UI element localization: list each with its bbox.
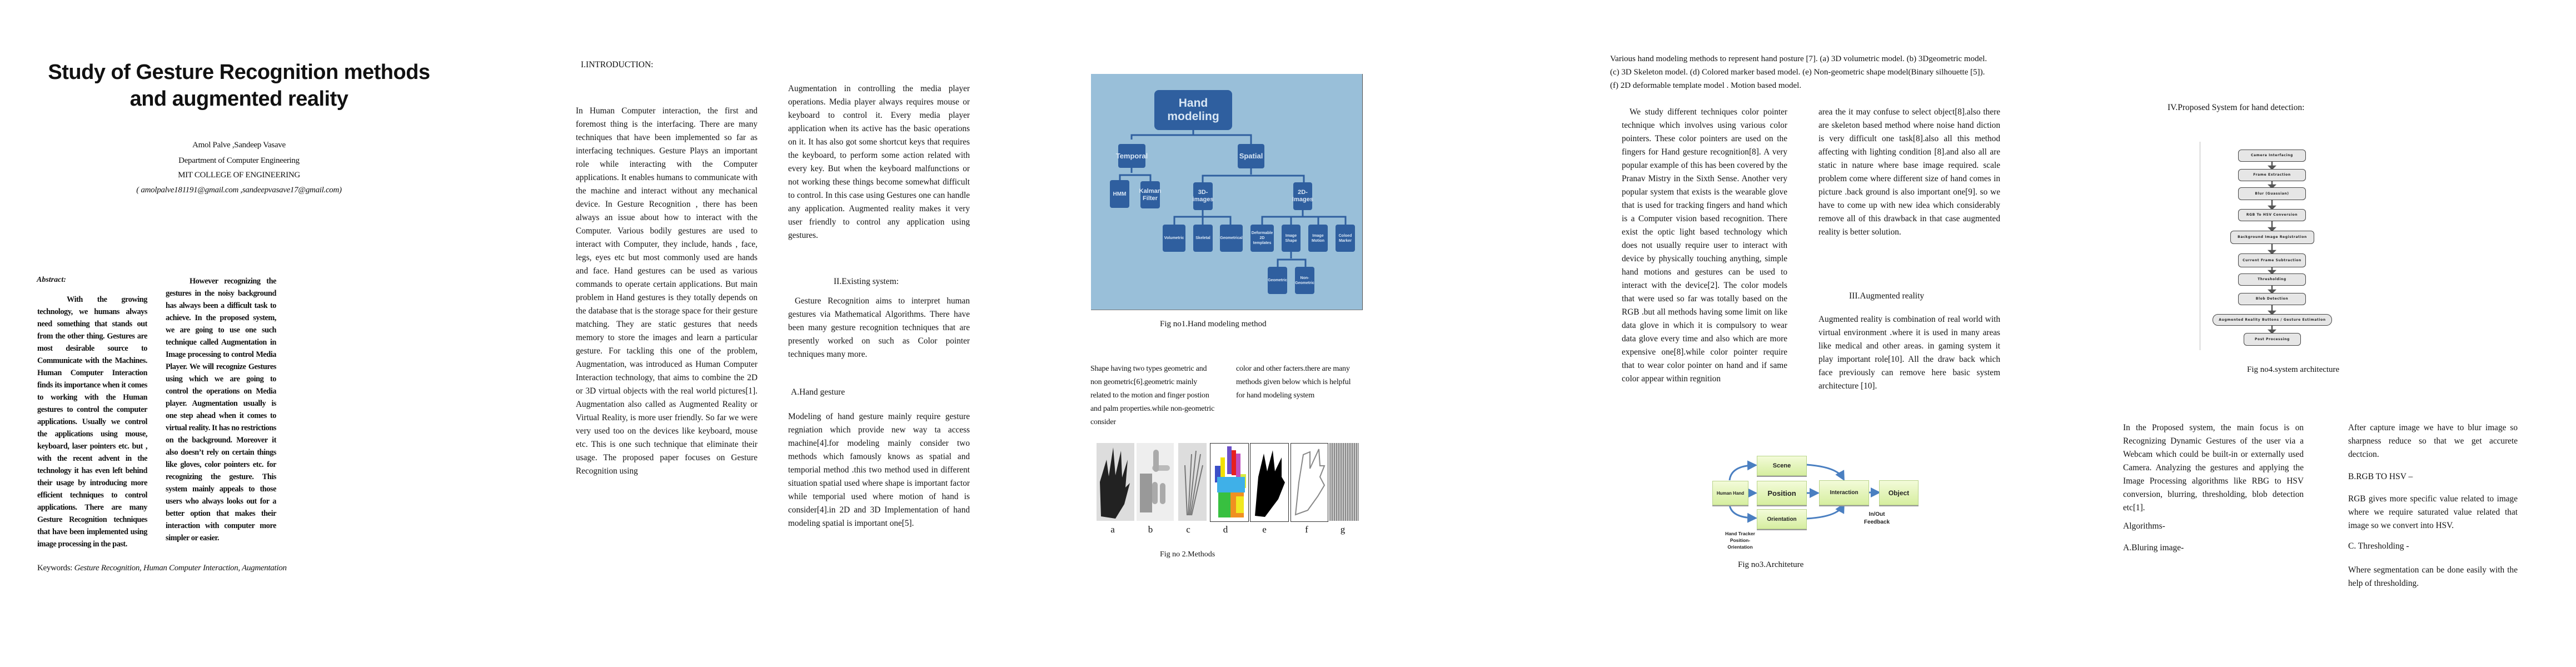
object-box: Object (1879, 480, 1919, 505)
flow-step-blur: Blur (Guassian) (2238, 187, 2306, 200)
department: Department of Computer Engineering (178, 156, 300, 165)
keywords: Keywords: Gesture Recognition, Human Com… (37, 564, 287, 573)
method-label-d: d (1223, 524, 1228, 535)
architecture-diagram: Human Hand Scene Position Orientation In… (1701, 445, 1945, 556)
feedback-label: In/Out Feedback (1864, 511, 1890, 525)
diagram-connectors (1119, 130, 1347, 267)
flow-step-thresholding: Thresholding (2238, 273, 2306, 286)
figure2-description: Various hand modeling methods to represe… (1610, 54, 1987, 90)
node-temporal: Temporal (1116, 144, 1148, 168)
author-emails: ( amolpalve181191@gmail.com ,sandeepvasa… (136, 186, 342, 195)
hand-image-deformable-template (1291, 443, 1328, 522)
flow-step-ar-buttons: Augmented Reality Buttons / Gesture Esti… (2213, 314, 2332, 326)
hand-image-volumetric (1097, 443, 1134, 521)
node-volumetric: Volumetric (1163, 225, 1185, 252)
thresholding-heading: C. Thresholding - (2348, 541, 2409, 551)
introduction-heading: I.INTRODUCTION: (581, 60, 654, 69)
node-hmm: HMM (1110, 180, 1129, 208)
flow-step-camera-interfacing: Camera Interfacing (2238, 150, 2306, 162)
flow-step-frame-extraction: Frame Extraction (2238, 169, 2306, 181)
method-label-g: g (1340, 524, 1346, 535)
abstract-right: However recognizing the gestures in the … (166, 277, 276, 542)
node-image-motion: Image Motion (1308, 225, 1328, 252)
flow-step-frame-subtraction: Current Frame Subtraction (2238, 253, 2306, 267)
node-spatial: Spatial (1238, 144, 1264, 168)
method-label-e: e (1262, 524, 1267, 535)
method-label-b: b (1148, 524, 1153, 535)
method-label-a: a (1110, 524, 1115, 535)
node-image-shape: Image Shape (1282, 225, 1301, 252)
method-label-c: c (1186, 524, 1190, 535)
architecture-arrows (1728, 460, 1881, 523)
node-2d-images: 2D- Images (1292, 182, 1313, 210)
existing-system-text: Gesture Recognition aims to interpret hu… (788, 296, 970, 359)
scene-box: Scene (1757, 456, 1807, 476)
college: MIT COLLEGE OF ENGINEERING (178, 171, 300, 180)
node-non-geometric: Non- Geometric (1295, 267, 1314, 294)
shape-text-continued: color and other facters.there are many m… (1236, 365, 1351, 400)
thresholding-text: Where segmentation can be done easily wi… (2348, 565, 2518, 588)
introduction-continued: Augmentation in controlling the media pl… (788, 84, 970, 240)
figure1-caption: Fig no1.Hand modeling method (1160, 320, 1267, 328)
augmented-reality-heading: III.Augmented reality (1849, 291, 1925, 301)
proposed-system-heading: IV.Proposed System for hand detection: (2168, 103, 2305, 112)
authors: Amol Palve ,Sandeep Vasave (192, 141, 286, 150)
hand-image-skeleton (1178, 443, 1207, 521)
hand-image-motion (1329, 443, 1359, 521)
flow-step-background-registration: Background Image Registration (2230, 231, 2314, 244)
hand-modeling-diagram: Hand modeling Temporal Spatial HMM Kalma… (1091, 74, 1363, 310)
blurring-text: After capture image we have to blur imag… (2348, 423, 2518, 459)
hand-tracker-label: Hand Tracker Position- Orientation (1725, 531, 1755, 550)
keywords-list: Gesture Recognition, Human Computer Inte… (74, 564, 287, 573)
interaction-box: Interaction (1819, 480, 1869, 505)
techniques-text-continued: area the it may confuse to select object… (1818, 107, 2000, 237)
hand-gesture-heading: A.Hand gesture (791, 387, 845, 397)
algorithms-label: Algorithms- (2123, 521, 2165, 531)
proposed-system-text: In the Proposed system, the main focus i… (2123, 423, 2304, 512)
hand-image-geometric (1137, 443, 1174, 521)
figure2-caption: Fig no 2.Methods (1160, 550, 1215, 559)
flow-step-rgb-to-hsv: RGB To HSV Conversion (2238, 209, 2306, 221)
node-3d-images: 3D- images (1193, 182, 1213, 210)
augmented-reality-text: Augmented reality is combination of real… (1818, 315, 2000, 391)
hand-gesture-text: Modeling of hand gesture mainly require … (788, 412, 970, 528)
node-kalman-filter: Kalman Filter (1139, 181, 1161, 208)
rgb-to-hsv-heading: B.RGB TO HSV – (2348, 472, 2413, 481)
hand-image-silhouette (1250, 443, 1289, 522)
figure3-caption: Fig no3.Architeture (1738, 560, 1804, 569)
method-label-f: f (1305, 524, 1308, 535)
node-geometrical: Geometrical (1220, 225, 1243, 252)
node-colored-marker: Coloed Marker (1336, 225, 1355, 252)
node-deformable-templates: Deformable 2D templates (1250, 225, 1274, 252)
flowchart-arrows (2267, 161, 2277, 334)
keywords-label: Keywords: (37, 564, 73, 573)
introduction-text: In Human Computer interaction, the first… (576, 106, 758, 476)
orientation-box: Orientation (1757, 509, 1807, 529)
figure4-caption: Fig no4.system architecture (2247, 365, 2340, 374)
techniques-text: We study different techniques color poin… (1622, 107, 1787, 384)
flow-step-blob-detection: Blob Detection (2238, 293, 2306, 305)
node-hand-modeling: Hand modeling (1154, 90, 1232, 130)
position-box: Position (1757, 481, 1807, 505)
rgb-to-hsv-text: RGB gives more specific value related to… (2348, 494, 2518, 530)
hand-image-colored-marker (1210, 443, 1249, 522)
flow-step-post-processing: Post Processing (2244, 333, 2301, 346)
node-skeletal: Skeletal (1193, 225, 1213, 252)
shape-text: Shape having two types geometric and non… (1090, 365, 1215, 426)
node-geometric: Geometric (1268, 267, 1287, 294)
existing-system-heading: II.Existing system: (834, 277, 899, 286)
abstract-label: Abstract: (37, 276, 66, 284)
abstract-left: With the growing technology, we humans a… (37, 295, 147, 549)
human-hand-box: Human Hand (1712, 481, 1748, 505)
blurring-heading: A.Bluring image- (2123, 543, 2184, 552)
paper-title: Study of Gesture Recognition methods and… (48, 61, 430, 111)
